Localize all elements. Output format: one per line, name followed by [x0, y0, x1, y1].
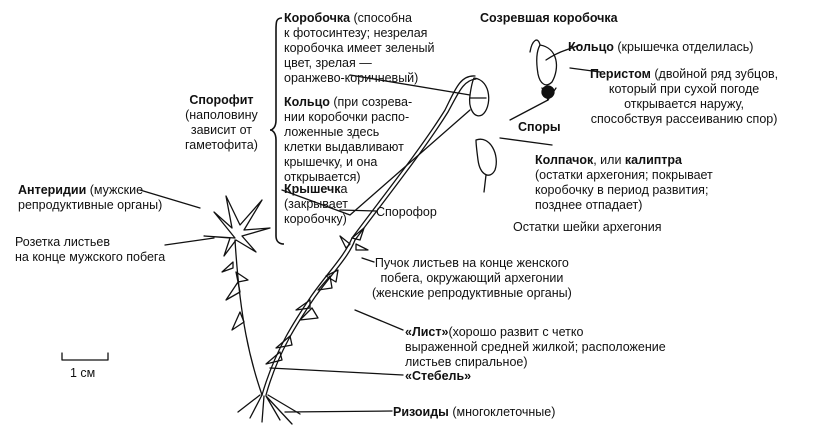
- capsule-desc: (способна к фотосинтезу; незрелая коробо…: [284, 11, 435, 85]
- seta: [352, 76, 475, 238]
- rhizoids-desc: (многоклеточные): [448, 405, 556, 419]
- female-leaves-label: Пучок листьев на конце женского побега, …: [372, 256, 572, 300]
- peristome-desc: (двойной ряд зубцов, который при сухой п…: [590, 67, 779, 126]
- antheridia-desc: (мужские репродуктивные органы): [18, 183, 163, 212]
- capsule-term: Коробочка: [284, 11, 351, 25]
- ring-label: Кольцо (при созрева- нии коробочки распо…: [284, 95, 412, 185]
- ring-mature-label: Кольцо (крышечка отделилась): [568, 40, 753, 55]
- rhizoids-label: Ризоиды (многоклеточные): [393, 405, 555, 420]
- scale-label: 1 см: [70, 366, 96, 380]
- female-stem: [262, 238, 352, 395]
- capsule-label: Коробочка (способна к фотосинтезу; незре…: [284, 11, 435, 86]
- ring-term: Кольцо: [284, 95, 330, 109]
- mature-capsule: [537, 45, 557, 85]
- archegonium-neck-label: Остатки шейки архегония: [513, 220, 662, 234]
- ring-mature-desc: (крышечка отделилась): [613, 40, 754, 54]
- calyptra-label: Колпачок, или калиптра (остатки архегони…: [535, 153, 713, 213]
- peristome-label: Перистом (двойной ряд зубцов, который пр…: [590, 67, 778, 127]
- calyptra-sep: , или: [593, 153, 625, 167]
- stem-term: «Стебель»: [405, 369, 472, 383]
- capsule: [470, 78, 489, 116]
- ring-mature-term: Кольцо: [568, 40, 614, 54]
- sporophyte-bracket: [270, 18, 284, 244]
- calyptra-term2: калиптра: [624, 153, 683, 167]
- calyptra: [476, 139, 496, 175]
- stem-label: «Стебель»: [405, 369, 471, 384]
- antheridia-label: Антеридии (мужские репродуктивные органы…: [18, 183, 162, 213]
- male-stem: [235, 240, 262, 395]
- sporophore-label: Спорофор: [376, 205, 437, 219]
- leaf-desc: (хорошо развит с четко выраженной средне…: [405, 325, 666, 369]
- lid-label: Крышечка (закрывает коробочку): [284, 182, 348, 227]
- spores-label: Споры: [518, 120, 561, 135]
- leaf-label: «Лист»(хорошо развит с четко выраженной …: [405, 325, 666, 370]
- lid-term: Крышечк: [284, 182, 341, 196]
- sporophyte-desc: (наполовину зависит от гаметофита): [185, 108, 258, 152]
- rosette-label: Розетка листьев на конце мужского побега: [15, 235, 166, 264]
- rhizoids: [238, 395, 300, 424]
- mature-capsule-title: Созревшая коробочка: [480, 11, 618, 25]
- scale-bar: [62, 353, 108, 360]
- spores-term: Споры: [518, 120, 561, 134]
- lid-desc: а (закрывает коробочку): [284, 182, 348, 226]
- leaf-term: «Лист»: [405, 325, 449, 339]
- male-rosette: [204, 196, 270, 256]
- antheridia-term: Антеридии: [18, 183, 87, 197]
- sporophyte-label: Спорофит (наполовину зависит от гаметофи…: [185, 93, 258, 153]
- peristome-term: Перистом: [590, 67, 651, 81]
- calyptra-term: Колпачок: [535, 153, 594, 167]
- calyptra-desc: (остатки архегония; покрывает коробочку …: [535, 168, 713, 212]
- rhizoids-term: Ризоиды: [393, 405, 449, 419]
- ring-desc: (при созрева- нии коробочки распо- ложен…: [284, 95, 413, 184]
- sporophyte-term: Спорофит: [189, 93, 254, 107]
